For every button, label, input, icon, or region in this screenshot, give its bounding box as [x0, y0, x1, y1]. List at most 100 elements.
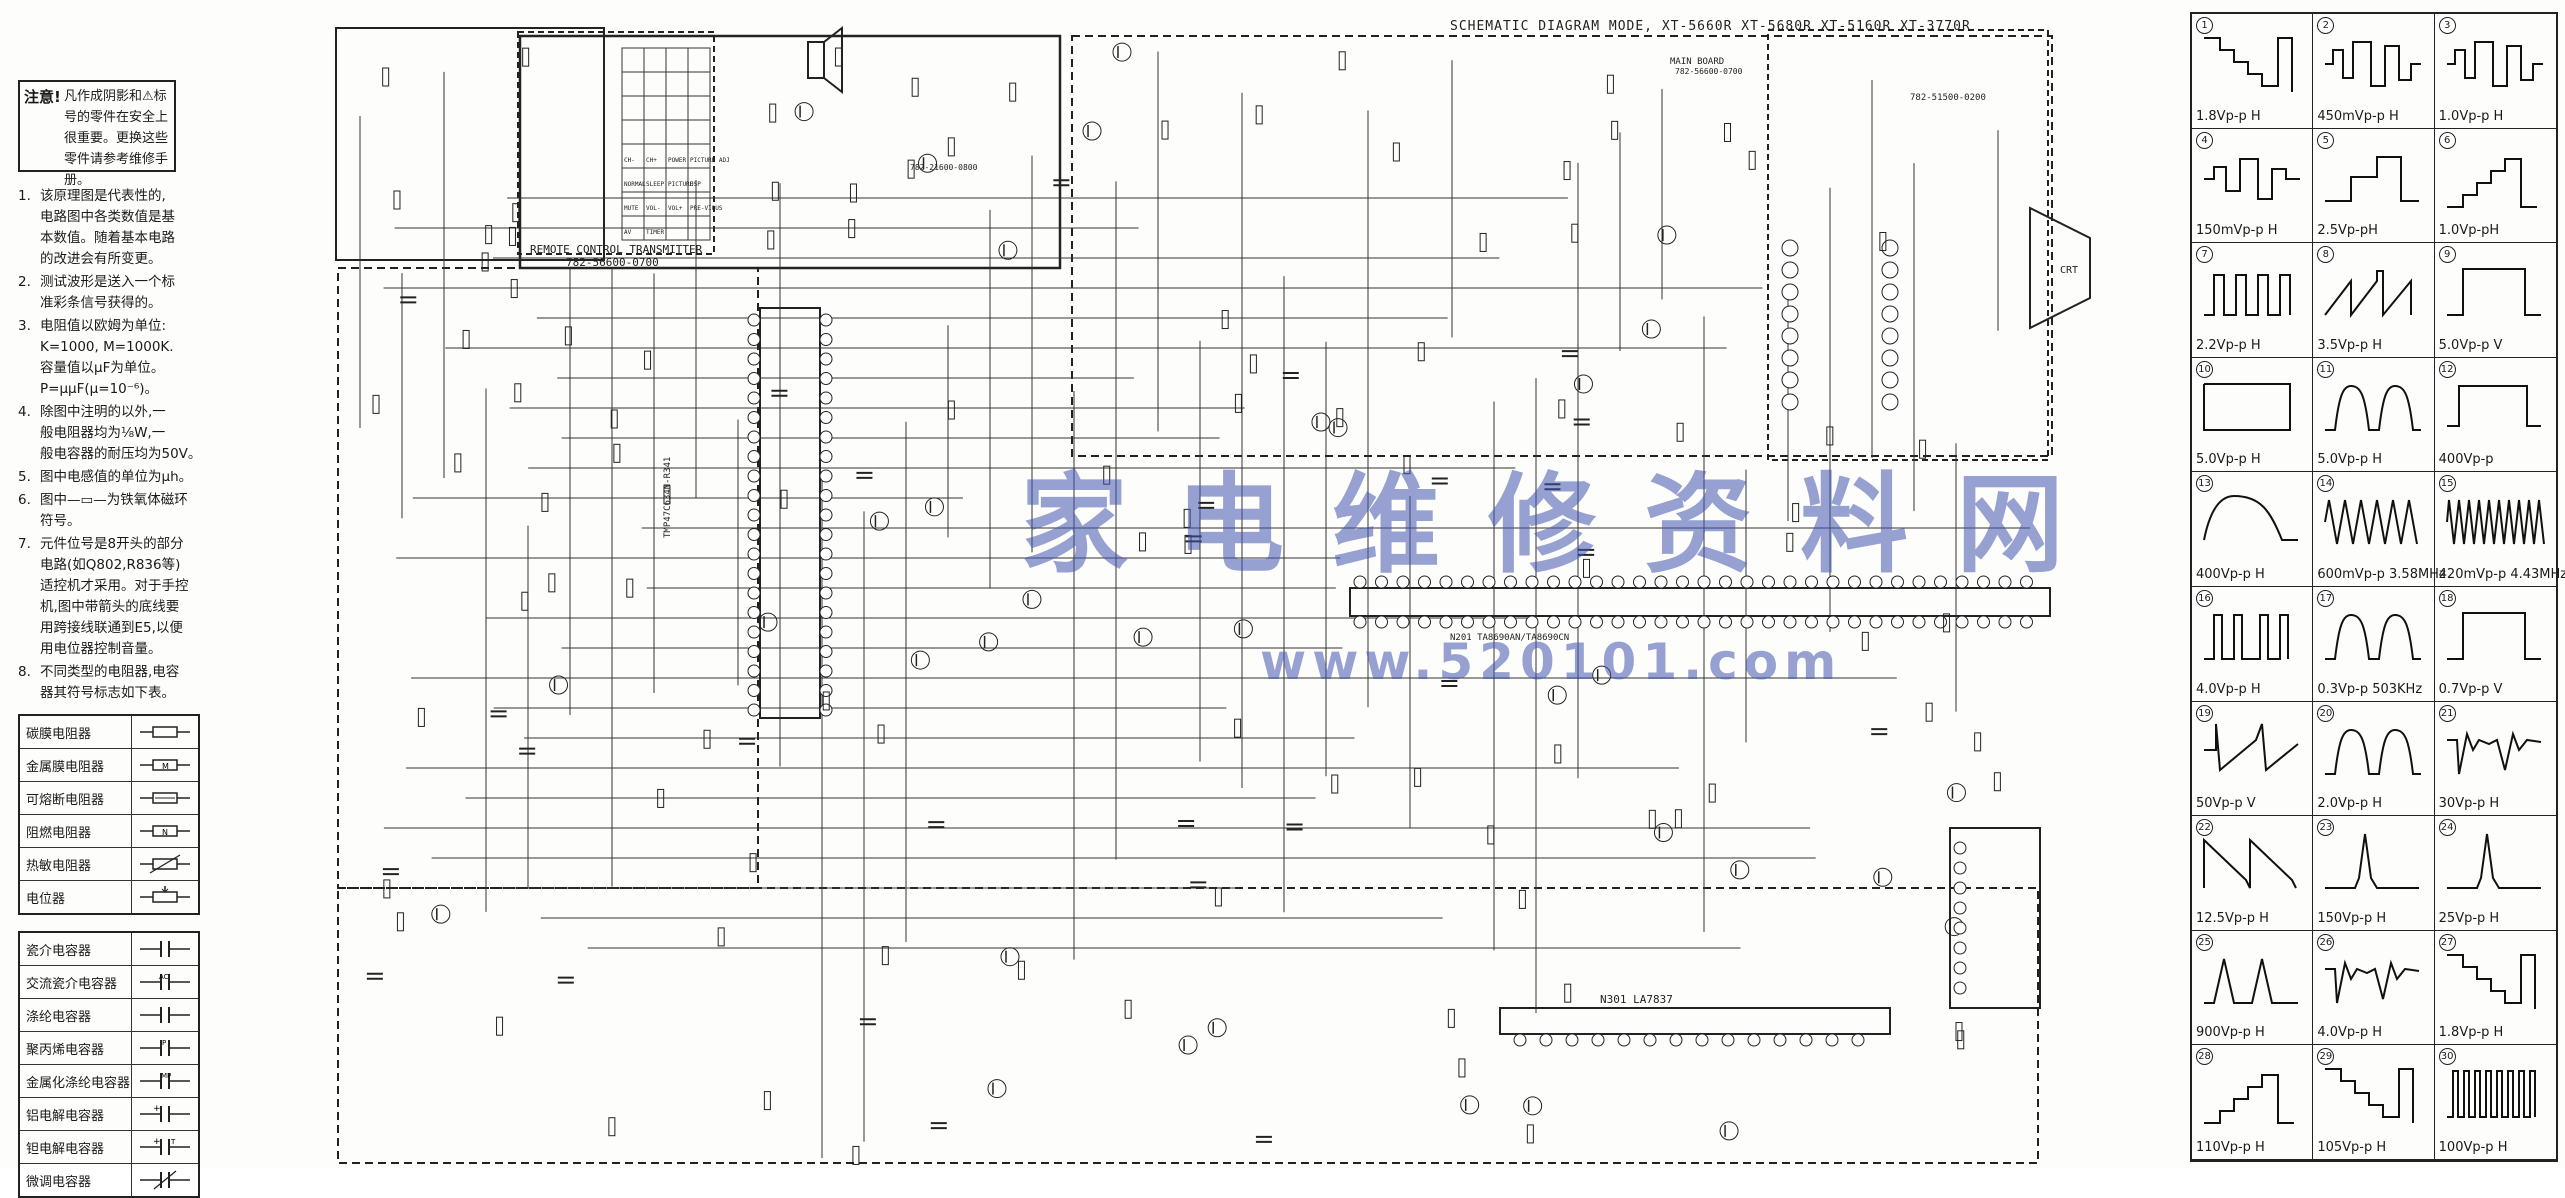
flyback-pin: [1953, 901, 1967, 915]
transistor: [1719, 1121, 1739, 1141]
waveform-trace: [2204, 958, 2298, 1004]
resistor: [1184, 534, 1192, 554]
remote-key-cell: [687, 215, 711, 241]
transistor: [1641, 319, 1661, 339]
legend-row: 钽电解电容器+T: [20, 1131, 198, 1164]
crt-part-label: 782-51500-0200: [1910, 93, 1986, 103]
transistor: [1523, 1096, 1543, 1116]
ic-pin: [1568, 575, 1582, 589]
waveform-trace: [2446, 1070, 2536, 1119]
ic-pin: [819, 508, 833, 522]
waveform-caption: 4.0Vp-p H: [2196, 681, 2261, 697]
waveform-line: [2325, 155, 2420, 202]
ic-pin: [1740, 575, 1754, 589]
remote-key-label: VOL+: [668, 205, 683, 212]
ic-pin: [1439, 575, 1453, 589]
resistor: [881, 946, 889, 966]
waveform-line: [2204, 274, 2291, 317]
waveform-number: 8: [2317, 246, 2335, 264]
ic-pin: [1747, 1033, 1761, 1047]
ic-pin: [1762, 575, 1775, 589]
remote-key-cell: [621, 167, 645, 193]
ic-pin: [1740, 615, 1754, 629]
ic-pin: [747, 391, 761, 405]
remote-key-label: MUTE: [624, 205, 639, 212]
waveform-caption: 105Vp-p H: [2317, 1139, 2387, 1155]
crt-socket-pin: [1781, 239, 1799, 257]
ic-pin: [1539, 1033, 1553, 1047]
remote-key-label: NORMAL: [624, 181, 646, 188]
ic-pin: [1697, 615, 1711, 629]
main-board-label: MAIN BOARD: [1670, 57, 1724, 67]
legend-name: 交流瓷介电容器: [20, 966, 132, 998]
resistor: [1183, 508, 1191, 528]
ic-jungle-body: [1499, 1007, 1891, 1035]
waveform-caption: 420mVp-p 4.43MHz: [2438, 566, 2565, 582]
waveform-line: [2325, 834, 2420, 890]
watermark-chinese: 家电维修资料网: [1020, 462, 2113, 588]
waveform-caption: 150mVp-p H: [2196, 223, 2278, 239]
ic-pin: [1418, 575, 1431, 589]
crt-socket-pin: [1881, 283, 1899, 301]
ic-pin: [1848, 615, 1861, 629]
note-text: 元件位号是8开头的部分 电路(如Q802,R836等) 适控机才采用。对于手控 …: [40, 536, 189, 657]
resistor: [372, 394, 380, 414]
waveform-line: [2324, 500, 2419, 545]
resistor: [382, 67, 390, 87]
waveform-caption: 0.3Vp-p 503KHz: [2317, 681, 2423, 697]
resistor: [613, 443, 621, 463]
ic-pin: [819, 411, 833, 424]
crt-socket-pin: [1781, 327, 1799, 345]
legend-name: 热敏电阻器: [20, 848, 132, 880]
note-text: 该原理图是代表性的, 电路图中各类数值是基 本数值。随着基本电路 的改进会有所变…: [40, 188, 175, 267]
resistor: [1331, 774, 1339, 794]
resistor: [548, 573, 556, 593]
waveform-number: 2: [2317, 17, 2335, 34]
resistor: [1786, 532, 1794, 552]
note-number: 2.: [18, 274, 31, 290]
resistor: [1974, 732, 1982, 752]
resistor: [383, 879, 391, 899]
transistor: [1311, 412, 1331, 432]
resistor: [1221, 310, 1229, 330]
remote-key-label: PRE-VIOUS: [690, 205, 723, 212]
resistor: [769, 103, 777, 123]
waveform-number: 9: [2438, 246, 2456, 264]
remote-key-label: VOL-: [646, 205, 660, 212]
waveform-line: [2324, 270, 2413, 319]
legend-symbol: M: [132, 754, 198, 776]
resistor: [626, 578, 634, 598]
ic-pin: [2020, 615, 2033, 629]
resistor: [485, 225, 493, 245]
remote-key-label: TIMER: [646, 229, 664, 236]
ic-pin: [747, 372, 761, 385]
resistor: [510, 279, 518, 299]
waveform-caption: 3.5Vp-p H: [2317, 337, 2382, 353]
waveform-line: [2446, 729, 2541, 774]
ic-pin: [1633, 615, 1646, 629]
ic-pin: [1719, 615, 1732, 629]
note-list: 1. 该原理图是代表性的, 电路图中各类数值是基 本数值。随着基本电路 的改进会…: [18, 186, 338, 704]
ic-pin: [747, 606, 761, 619]
svg-text:N: N: [162, 828, 168, 837]
waveform-trace: [2446, 157, 2537, 208]
note-item: 7. 元件位号是8开头的部分 电路(如Q802,R836等) 适控机才采用。对于…: [18, 534, 338, 660]
remote-key-cell: [643, 143, 667, 169]
resistor: [1879, 231, 1887, 251]
ic-pin: [1869, 575, 1883, 589]
transistor: [549, 675, 569, 695]
resistor: [496, 1016, 504, 1036]
ic-pin: [1547, 575, 1560, 589]
ic-pin: [1912, 575, 1926, 589]
resistor: [1554, 744, 1562, 764]
legend-symbol: N: [132, 820, 198, 842]
remote-key-label: SLEEP: [646, 181, 664, 188]
ic-pin: [1851, 1033, 1865, 1047]
resistor: [703, 729, 711, 749]
